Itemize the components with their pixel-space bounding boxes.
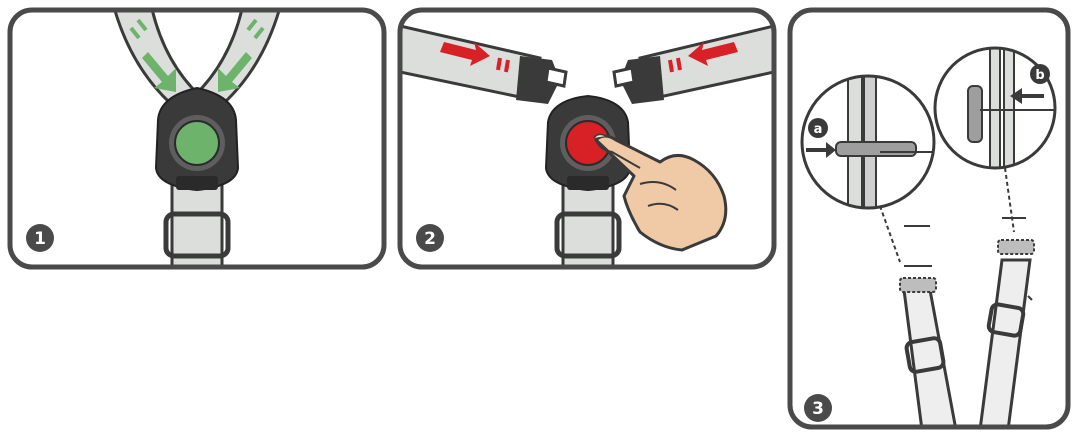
panel2-buckle [544, 94, 632, 192]
panel-1: 1 [7, 7, 387, 270]
panel3-left-strap [899, 225, 958, 427]
panel3-frame [787, 7, 1071, 430]
callout-letter-b: b [1035, 68, 1044, 83]
panel2-right-strap-released [612, 24, 774, 104]
step-number-3: 3 [812, 399, 824, 419]
green-lock-indicator [174, 120, 220, 166]
panel3-right-strap [978, 217, 1035, 427]
panel1-lower-strap [163, 180, 231, 267]
panel1-insert-arrow-right [218, 18, 265, 92]
step-badge-3: 3 [804, 394, 832, 422]
panel2-frame [397, 7, 777, 270]
panel1-frame [7, 7, 387, 270]
panel1-insert-arrow-left [129, 18, 176, 92]
callout-badge-b: b [1030, 64, 1050, 84]
magnifier-a [800, 74, 936, 210]
callout-badge-a: a [808, 118, 828, 138]
callout-b-connector [1004, 167, 1015, 233]
callout-a-connector [879, 205, 901, 263]
step-badge-2: 2 [416, 224, 444, 252]
finger-pressing-hand [593, 133, 728, 252]
panel2-left-strap-released [400, 24, 568, 104]
panel-3: a b 3 [787, 7, 1071, 430]
panel1-buckle [154, 86, 240, 192]
step-number-1: 1 [34, 229, 46, 249]
step-badge-1: 1 [26, 224, 54, 252]
panel-2: 2 [397, 7, 777, 270]
callout-letter-a: a [814, 122, 823, 137]
magnifier-b [933, 46, 1057, 170]
step-number-2: 2 [424, 229, 436, 249]
panel2-lower-strap [554, 180, 622, 267]
